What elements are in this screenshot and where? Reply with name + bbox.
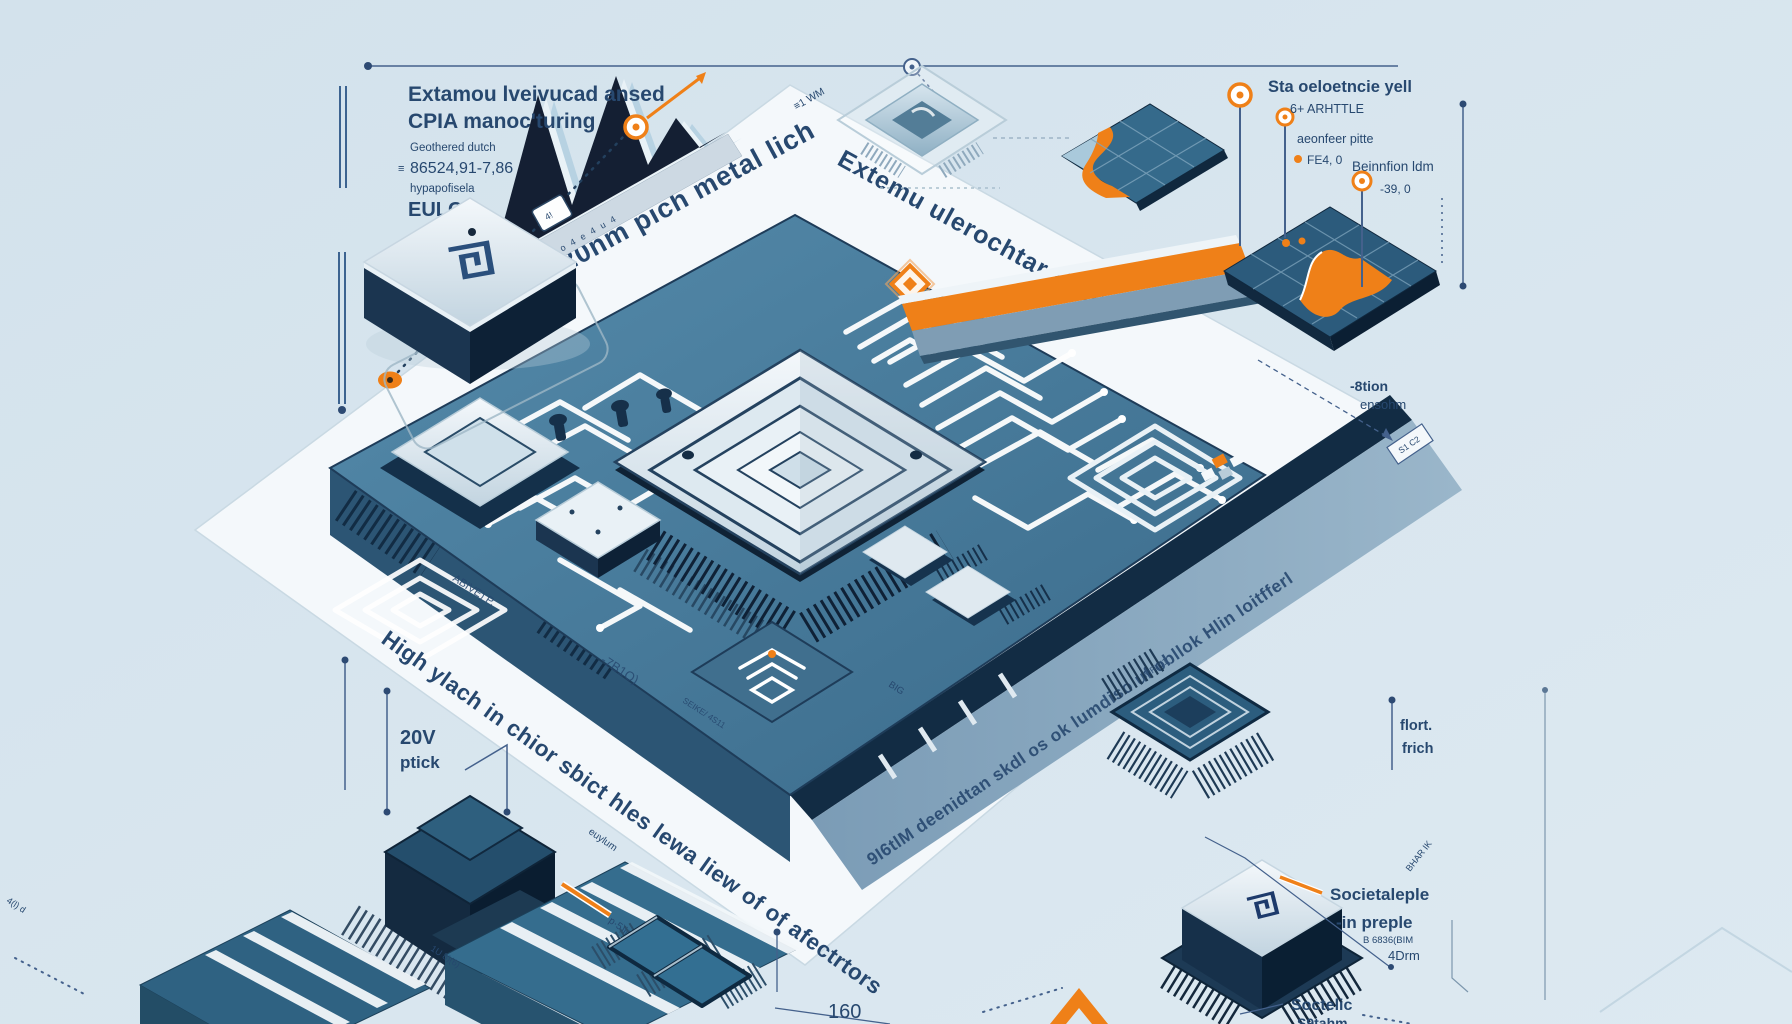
onboard-chip-dark-pair — [862, 525, 1053, 626]
bottom-right-annotation-block: Societaleple -in preple B 6836(BIM 4Drm … — [1204, 836, 1429, 1024]
guide-dot — [383, 687, 391, 695]
onboard-circuit-patch — [690, 620, 854, 724]
annotation-line: Beinnfion ldm — [1352, 159, 1434, 174]
trace-maze-left — [332, 557, 508, 663]
line-end-dot — [1459, 282, 1467, 290]
dotted-leader — [982, 987, 1063, 1013]
annotation-subtitle: Geothered dutch — [410, 142, 496, 154]
circuit-traces — [485, 293, 1225, 633]
maze-color-chips — [1200, 453, 1245, 482]
board-side-dark-strip — [790, 395, 1412, 820]
square-spiral-logo-icon — [448, 240, 495, 280]
board-side-grey-band — [812, 420, 1462, 890]
bottom-left-annotation-block: 20V ptick — [400, 727, 440, 772]
annotation-title: S9tahm — [1297, 1015, 1348, 1024]
bottom-left-bracket — [344, 663, 508, 810]
annotation-line: aeonfeer pitte — [1297, 132, 1373, 146]
dimension-value: 160 — [828, 1001, 861, 1023]
band-slat-marks — [877, 672, 1018, 780]
iso-striped-bar — [898, 235, 1262, 364]
callout-label: -8tion — [1350, 378, 1388, 394]
value-prefix: ≡ — [398, 163, 404, 175]
teal-slab-left — [138, 909, 432, 1024]
annotation-label: ptick — [400, 753, 440, 772]
tag-box: S1 C2 — [1386, 423, 1434, 465]
onboard-chip-white — [534, 481, 662, 578]
annotation-title: Extamou lveivucad ansed — [408, 83, 665, 106]
iso-chart-panel-a — [1061, 103, 1228, 211]
orange-dot-icon — [1294, 155, 1302, 163]
svg-text:4!: 4! — [543, 210, 554, 222]
annotation-small: B 6836(BIM — [1363, 935, 1413, 946]
orange-ring-marker-icon — [1227, 82, 1373, 247]
ghost-outline — [1599, 926, 1792, 1013]
flort-callout: flort. frich — [1388, 696, 1433, 770]
board-side-left-face — [330, 468, 790, 862]
callout-label: frich — [1402, 741, 1433, 757]
annotation-value: FE4, 0 — [1307, 153, 1343, 167]
top-right-annotation-block: Sta oeloetncie yell 6+ ARHTTLE aeonfeer … — [1268, 78, 1434, 196]
guide-dot — [341, 656, 349, 664]
iso-chart-panel-b — [1223, 206, 1440, 351]
annotation-value: 4Drm — [1388, 948, 1420, 963]
annotation-value: 86524,91-7,86 — [410, 160, 513, 177]
annotation-value: 20V — [400, 727, 436, 749]
left-guide-lines — [338, 86, 347, 404]
guide-dot — [773, 928, 781, 936]
right-connector-lines — [1451, 692, 1546, 1000]
square-spiral-logo-icon — [1246, 891, 1280, 920]
onboard-chip-large — [380, 397, 580, 529]
annotation-title: CPIA manoc'turing — [408, 110, 595, 133]
flag-box-icon: 4! — [531, 194, 573, 232]
cpu-package — [612, 348, 988, 657]
annotation-line: 6+ ARHTTLE — [1290, 102, 1364, 116]
annotation-value: -39, 0 — [1380, 182, 1411, 196]
trace-maze-right — [1067, 423, 1243, 533]
annotation-note: hypapofisela — [410, 183, 475, 195]
guide-line — [774, 1007, 891, 1024]
orange-arrowhead-icon — [696, 72, 706, 84]
guide-dot — [503, 808, 511, 816]
right-callout-block: -8tion ensohm S1 C2 — [1257, 359, 1434, 465]
bolt-components — [549, 388, 672, 442]
ghost-chip-outline — [836, 64, 1070, 189]
annotation-title: -in preple — [1336, 913, 1413, 932]
dark-chip-bottom-left — [341, 794, 557, 1000]
orange-dot-marker-icon — [378, 371, 402, 389]
die-pair — [591, 915, 770, 1010]
guide-dot — [383, 808, 391, 816]
arrowhead-icon — [1382, 428, 1393, 441]
logo-chip — [362, 197, 609, 450]
guide-dot — [1542, 687, 1548, 693]
line-end-dot — [364, 62, 372, 70]
line-end-dot — [1459, 100, 1467, 108]
callout-label: flort. — [1400, 718, 1432, 734]
top-left-annotation-block: Extamou lveivucad ansed CPIA manoc'turin… — [398, 83, 665, 221]
dotted-leader — [14, 957, 89, 997]
annotation-title: Soctelic — [1291, 997, 1352, 1014]
guide-dot — [338, 406, 346, 414]
orange-ring-marker-icon — [623, 114, 649, 140]
marker-stems — [1239, 106, 1363, 287]
annotation-title: Societaleple — [1330, 885, 1429, 904]
orange-arrow-icon — [1050, 988, 1108, 1024]
annotation-title: Sta oeloetncie yell — [1268, 78, 1412, 96]
callout-label: ensohm — [1360, 397, 1406, 412]
